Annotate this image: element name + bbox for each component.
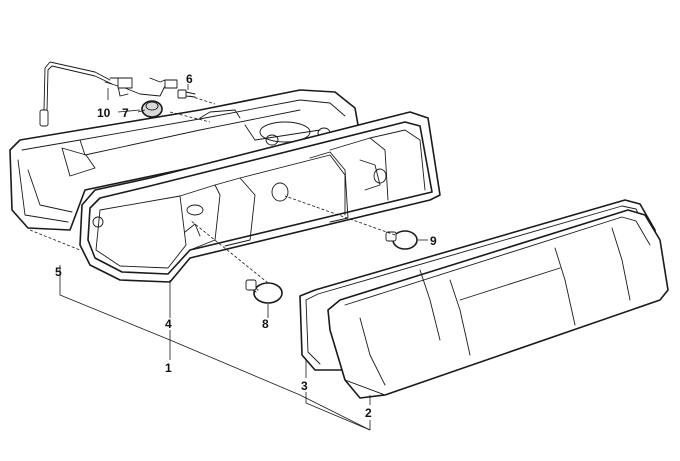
callout-7: 7 bbox=[122, 106, 129, 120]
callout-2: 2 bbox=[365, 406, 372, 420]
bulb-8 bbox=[245, 279, 283, 304]
callout-3: 3 bbox=[301, 379, 308, 393]
bulb-9 bbox=[385, 230, 418, 250]
callout-5: 5 bbox=[55, 265, 62, 279]
callout-1: 1 bbox=[165, 361, 172, 375]
bulb-carrier bbox=[79, 111, 441, 283]
assembly-lines bbox=[29, 95, 396, 284]
wiring-harness bbox=[39, 61, 178, 127]
lens bbox=[327, 209, 669, 399]
callout-6: 6 bbox=[186, 72, 193, 86]
callouts: 1 2 3 4 5 6 7 8 9 10 bbox=[55, 72, 437, 420]
callout-4: 4 bbox=[165, 317, 172, 331]
callout-10: 10 bbox=[97, 106, 111, 120]
callout-9: 9 bbox=[430, 234, 437, 248]
callout-8: 8 bbox=[262, 317, 269, 331]
leader-lines bbox=[59, 84, 428, 431]
bulb-socket-7 bbox=[141, 100, 163, 118]
